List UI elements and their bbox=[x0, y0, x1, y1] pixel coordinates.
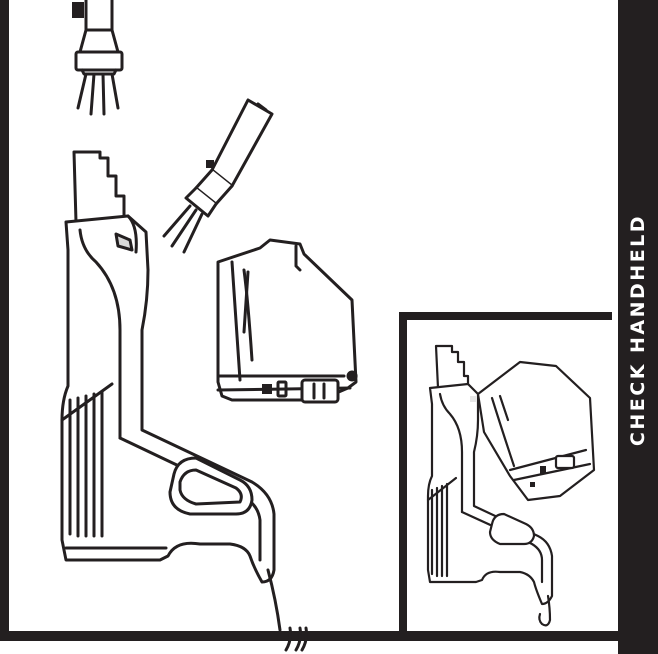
dust-cup-detached bbox=[218, 240, 356, 402]
crevice-tool-angled-icon bbox=[164, 100, 272, 252]
inset-reassembled-handheld bbox=[428, 346, 594, 625]
crevice-tool-spraying-icon bbox=[72, 0, 122, 114]
inset-accent bbox=[470, 396, 476, 402]
section-title: CHECK HANDHELD bbox=[627, 214, 649, 446]
